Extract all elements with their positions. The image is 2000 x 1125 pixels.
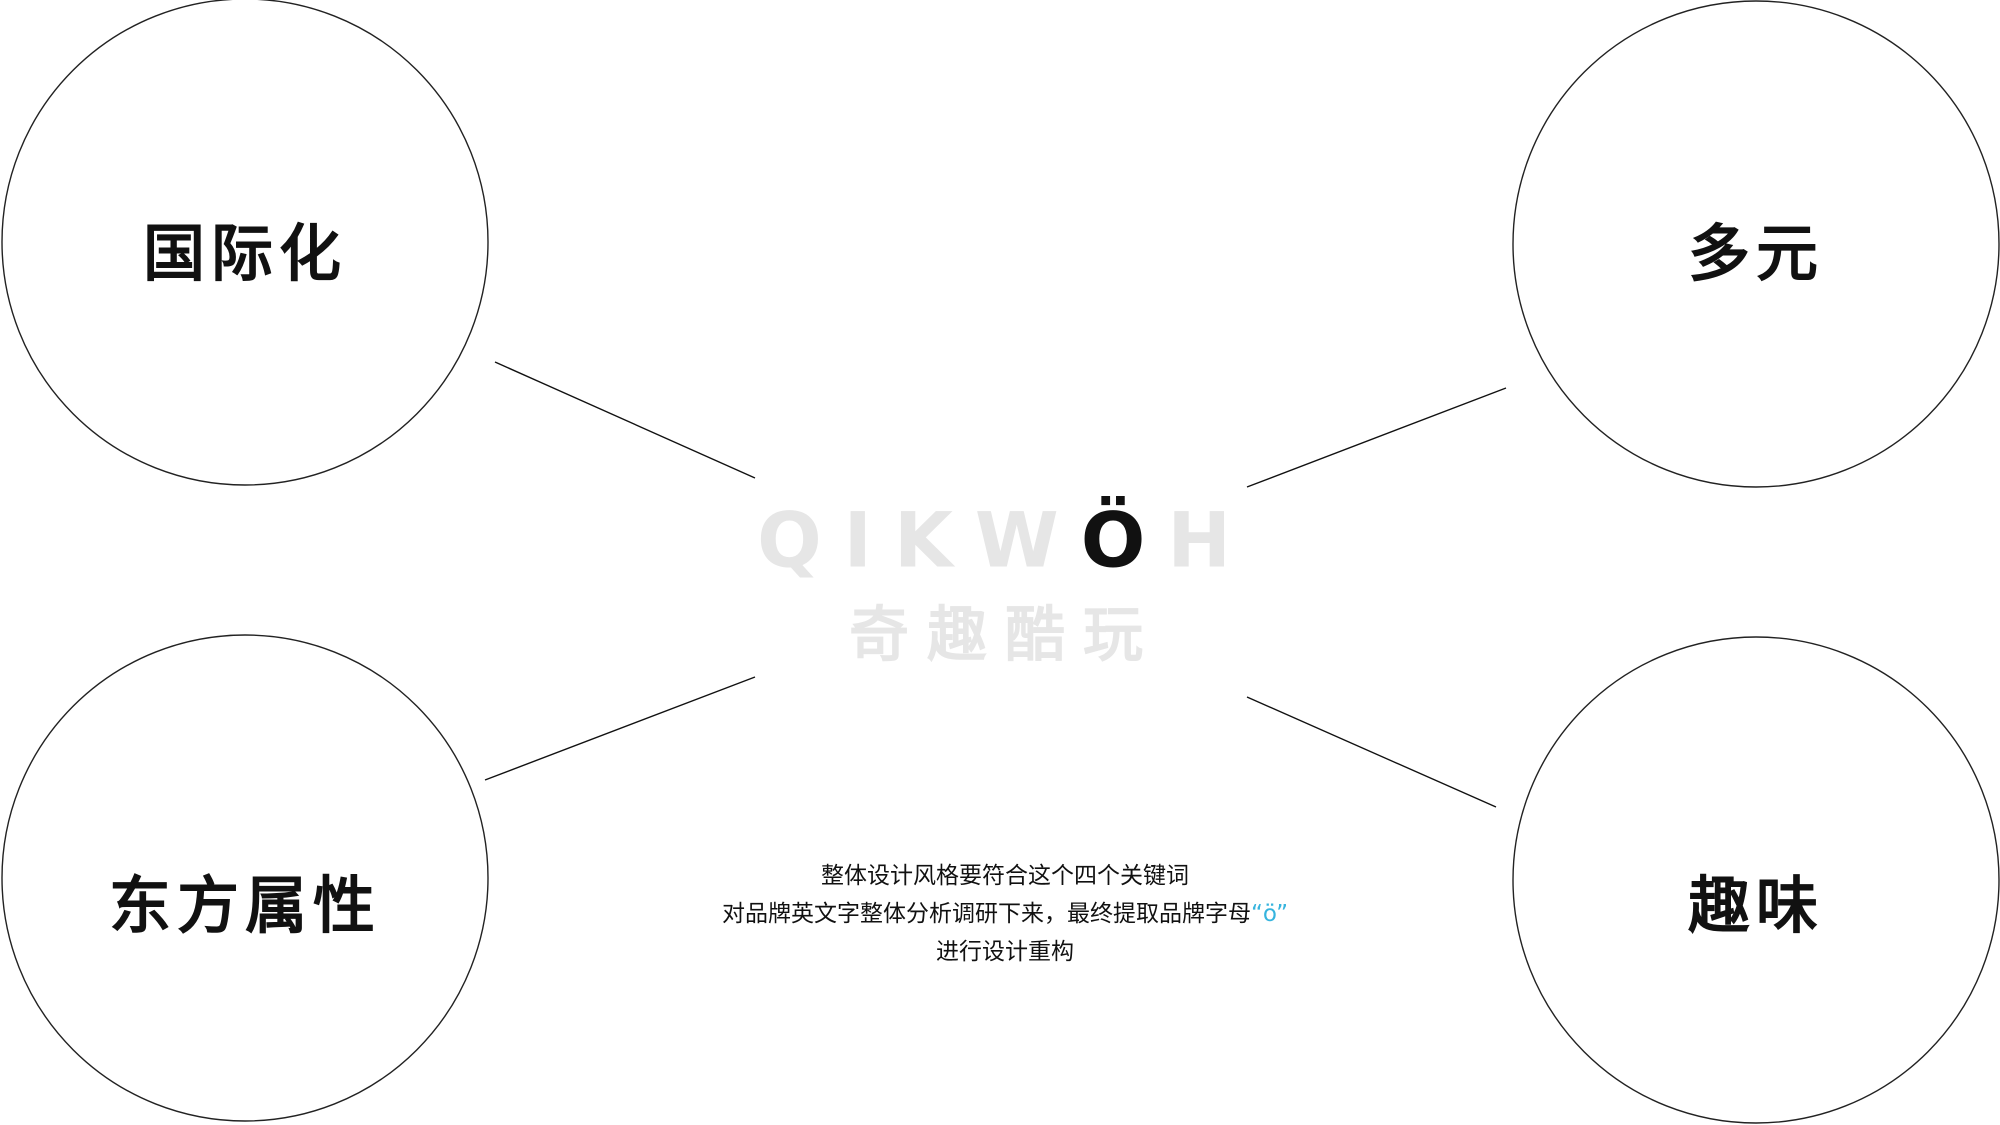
keyword-fun: 趣味 [1687,869,1825,942]
description-text: 整体设计风格要符合这个四个关键词 对品牌英文字整体分析调研下来，最终提取品牌字母… [722,857,1288,971]
keyword-circle-bottom-left [1,634,489,1122]
description-line-2-text: 对品牌英文字整体分析调研下来，最终提取品牌字母 [721,901,1251,927]
logo-letter-5: H [1167,495,1253,585]
logo-letter-0: Q [757,495,844,585]
logo-letter-4: Ö [1080,495,1168,585]
keyword-international: 国际化 [142,217,348,290]
keyword-circle-bottom-right [1512,636,2000,1124]
brand-logo-wordmark: QIKWÖH [757,496,1253,585]
description-highlight-letter: “ö” [1250,901,1289,927]
keyword-circle-top-right [1512,0,2000,488]
brand-logo-chinese: 奇趣酷玩 [849,600,1161,671]
connector-line-bottom-right [1246,696,1497,808]
keyword-diverse: 多元 [1687,217,1825,290]
logo-letter-2: K [893,495,975,585]
logo-letter-1: I [843,495,894,585]
connector-line-top-left [494,361,756,479]
description-line-3: 进行设计重构 [936,939,1074,965]
connector-line-bottom-left [484,676,756,781]
description-line-2: 对品牌英文字整体分析调研下来，最终提取品牌字母“ö” [722,895,1288,933]
description-line-1: 整体设计风格要符合这个四个关键词 [821,863,1189,889]
keyword-circle-top-left [1,0,489,486]
logo-letter-3: W [974,495,1081,585]
connector-line-top-right [1246,387,1507,488]
keyword-eastern: 东方属性 [108,869,382,942]
